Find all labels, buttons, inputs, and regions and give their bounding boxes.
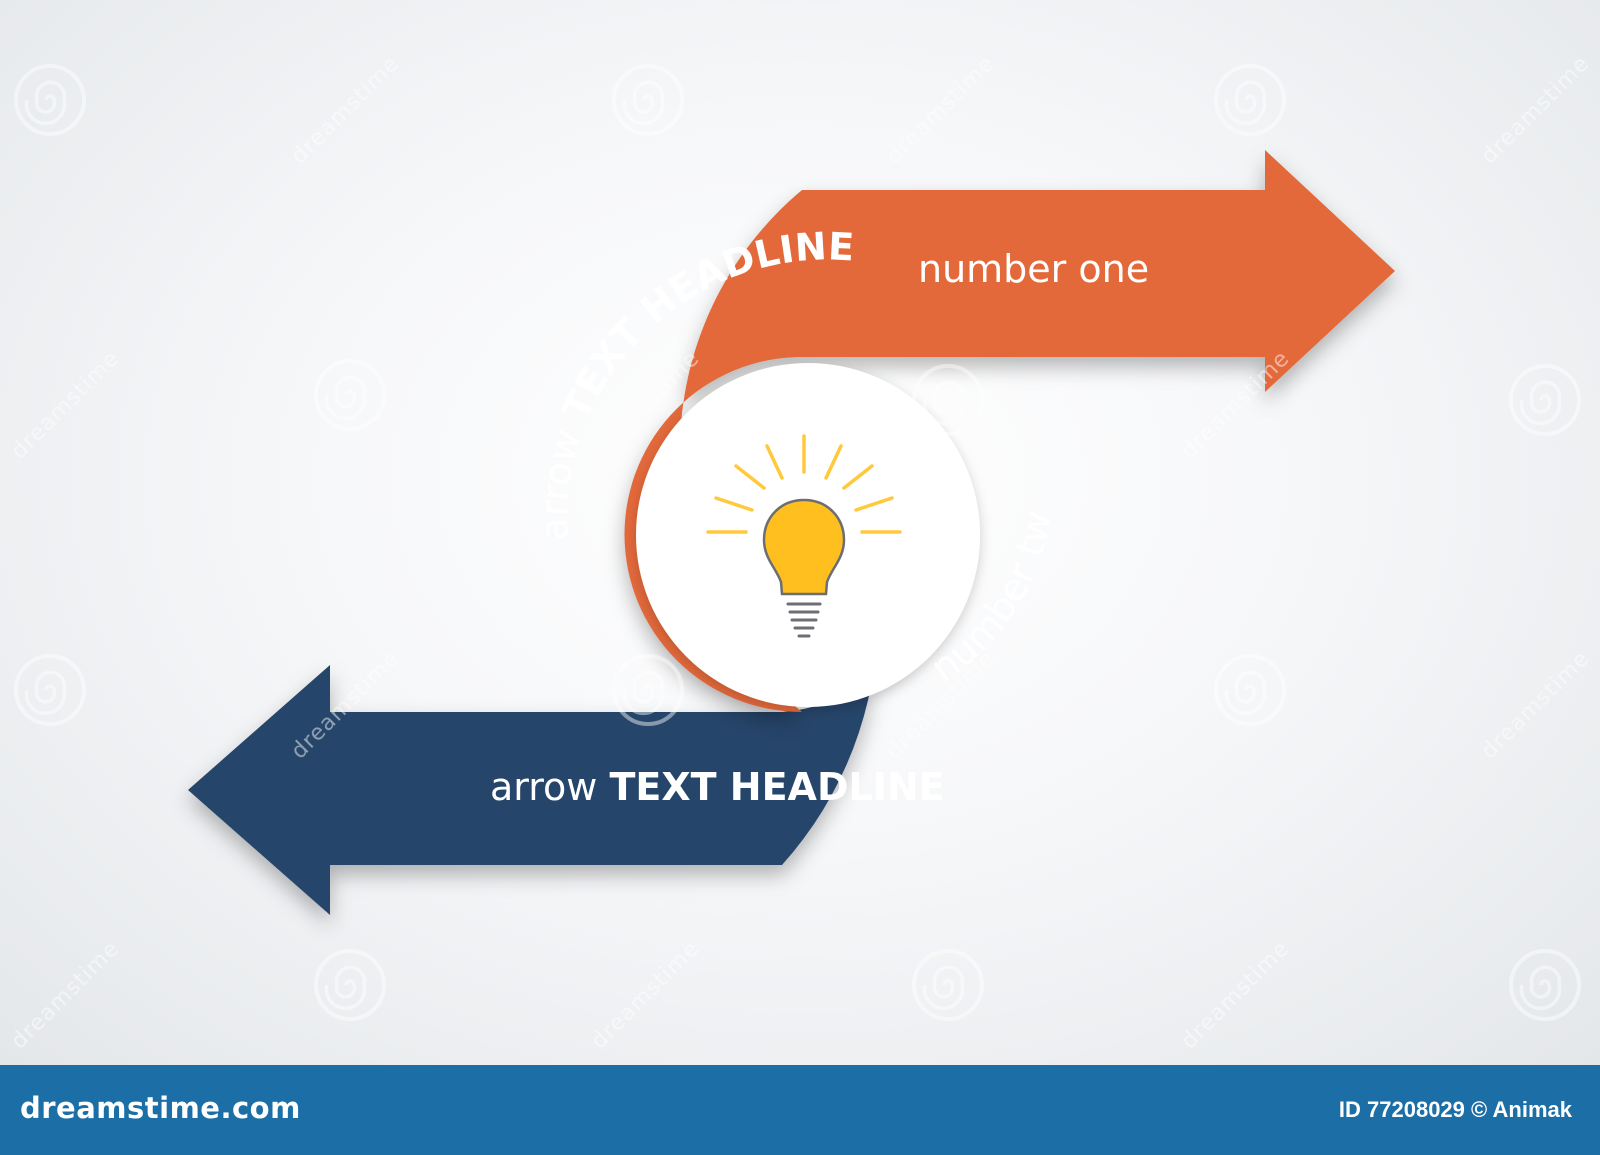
watermark-text: dreamstime — [7, 346, 125, 464]
arrow-one — [624, 150, 1395, 712]
spiral-logo-icon — [1214, 654, 1286, 726]
spiral-logo-icon — [314, 949, 386, 1021]
spiral-logo-icon — [612, 654, 684, 726]
watermark-text: dreamstime — [287, 51, 405, 169]
watermark-text: dreamstime — [7, 936, 125, 1054]
arrow-two-label: arrow TEXT HEADLINE — [490, 765, 945, 809]
spiral-logo-icon — [912, 949, 984, 1021]
spiral-logo-icon — [14, 654, 86, 726]
spiral-logo-icon — [314, 359, 386, 431]
watermark-text: dreamstime — [1477, 646, 1595, 764]
arrow-one-suffix: number one — [918, 247, 1149, 291]
diagram-canvas: arrow TEXT HEADLINE number one arrow TEX… — [0, 0, 1600, 1065]
spiral-logo-icon — [912, 364, 984, 436]
stock-footer-bar: dreamstime.com ID 77208029 © Animak — [0, 1065, 1600, 1155]
watermark-text: dreamstime — [1477, 51, 1595, 169]
arrow-two-shape — [188, 365, 943, 915]
watermark-text: dreamstime — [1177, 346, 1295, 464]
arrow-two — [188, 365, 943, 915]
lightbulb-icon — [706, 434, 902, 638]
site-logo-text: dreamstime.com — [20, 1091, 301, 1125]
spiral-logo-icon — [1214, 64, 1286, 136]
spiral-logo-icon — [1509, 364, 1581, 436]
spiral-logo-icon — [1509, 949, 1581, 1021]
s-arrow-diagram: arrow TEXT HEADLINE number one arrow TEX… — [0, 0, 1595, 1054]
image-id-credit: ID 77208029 © Animak — [1338, 1097, 1572, 1122]
arrow-one-shape — [624, 150, 1395, 712]
spiral-logo-icon — [14, 64, 86, 136]
watermark-text: dreamstime — [587, 936, 705, 1054]
watermark-text: dreamstime — [882, 51, 1000, 169]
watermark-text: dreamstime — [1177, 936, 1295, 1054]
spiral-logo-icon — [612, 64, 684, 136]
